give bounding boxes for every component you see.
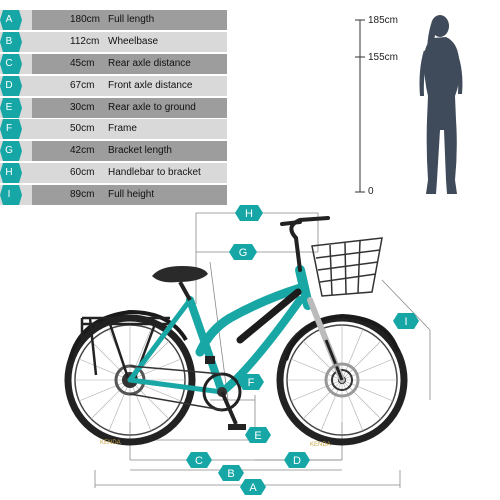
spec-value: 45cm — [70, 57, 95, 69]
spec-label: Full length — [108, 14, 155, 25]
spec-row: G 42cm Bracket length — [0, 141, 227, 162]
disc-brake — [324, 362, 360, 398]
spec-table: A 180cm Full length B 112cm Wheelbase C … — [0, 10, 227, 207]
marker-A: A — [240, 479, 266, 495]
spec-label: Bracket length — [108, 145, 172, 157]
hex-badge-icon — [0, 141, 22, 162]
hex-badge-icon — [0, 163, 22, 184]
marker-letter: E — [254, 430, 261, 442]
marker-F: F — [238, 374, 264, 390]
spec-label: Frame — [108, 123, 137, 135]
marker-G: G — [229, 244, 257, 260]
person-silhouette-icon — [419, 15, 463, 194]
spec-label: Front axle distance — [108, 79, 193, 91]
spec-letter: C — [5, 57, 13, 69]
seat — [152, 266, 208, 301]
spec-row: I 89cm Full height — [0, 185, 227, 206]
spec-letter: I — [7, 189, 11, 201]
marker-D: D — [284, 452, 310, 468]
spec-row: C 45cm Rear axle distance — [0, 53, 227, 74]
spec-value: 112cm — [70, 35, 100, 47]
spec-value: 50cm — [70, 123, 95, 135]
spec-row: F 50cm Frame — [0, 119, 227, 140]
spec-value: 60cm — [70, 167, 95, 179]
height-label-mid: 155cm — [368, 52, 399, 63]
tire-brand-text: KENDA — [100, 440, 121, 446]
handlebar — [280, 216, 330, 272]
hex-badge-icon — [0, 119, 22, 140]
hex-badge-icon — [0, 75, 22, 96]
bike-frame — [127, 265, 313, 396]
spec-row: D 67cm Front axle distance — [0, 75, 227, 96]
marker-letter: H — [245, 208, 253, 220]
hex-badge-icon — [0, 31, 22, 52]
tire-brand-text: KENDA — [310, 442, 331, 448]
spec-row: H 60cm Handlebar to bracket — [0, 163, 227, 184]
marker-E: E — [245, 427, 271, 443]
spec-letter: D — [5, 79, 13, 91]
spec-value: 30cm — [70, 101, 95, 113]
height-label-bottom: 0 — [368, 186, 374, 197]
spec-value: 180cm — [70, 14, 101, 25]
front-basket — [311, 237, 383, 297]
battery — [236, 288, 302, 344]
spec-label: Handlebar to bracket — [108, 167, 201, 179]
marker-letter: A — [249, 482, 257, 494]
hex-badge-icon — [0, 10, 22, 30]
spec-label: Full height — [108, 189, 155, 201]
spec-row: B 112cm Wheelbase — [0, 31, 227, 52]
marker-I: I — [393, 313, 419, 329]
marker-C: C — [186, 452, 212, 468]
spec-row: E 30cm Rear axle to ground — [0, 97, 227, 118]
spec-label: Rear axle to ground — [108, 101, 196, 113]
drivetrain — [129, 356, 246, 430]
marker-letter: D — [293, 455, 301, 467]
marker-letter: B — [227, 468, 234, 480]
spec-letter: G — [5, 145, 13, 157]
hex-badge-icon — [0, 185, 22, 206]
marker-letter: G — [239, 247, 248, 259]
spec-letter: E — [5, 101, 13, 113]
spec-letter: A — [5, 14, 13, 25]
marker-letter: I — [404, 316, 407, 328]
marker-B: B — [218, 465, 244, 481]
spec-row: A 180cm Full length — [0, 10, 227, 30]
hex-badge-icon — [0, 53, 22, 74]
spec-value: 89cm — [70, 189, 95, 201]
hex-badge-icon — [0, 97, 22, 118]
marker-letter: C — [195, 455, 203, 467]
spec-letter: F — [5, 123, 13, 135]
height-label-top: 185cm — [368, 15, 399, 26]
marker-letter: F — [248, 377, 255, 389]
spec-value: 42cm — [70, 145, 95, 157]
height-scale — [355, 19, 365, 193]
spec-value: 67cm — [70, 79, 95, 91]
marker-H: H — [235, 205, 263, 221]
spec-letter: B — [5, 35, 13, 47]
fork-lower — [324, 339, 344, 381]
spec-label: Wheelbase — [108, 35, 159, 47]
spec-label: Rear axle distance — [108, 57, 191, 69]
spec-letter: H — [5, 167, 13, 179]
